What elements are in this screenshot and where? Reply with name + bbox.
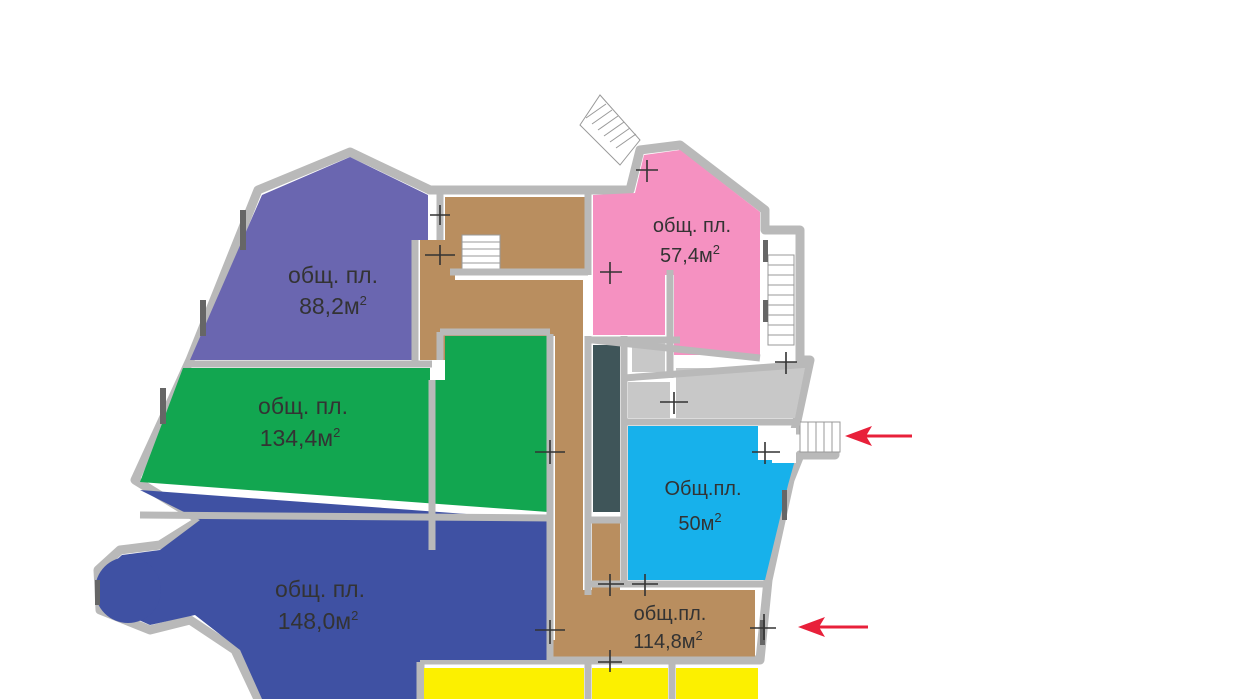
elevator-shaft [593, 345, 620, 512]
label-brown: общ.пл. 114,8м2 [633, 603, 706, 653]
label-pink: общ. пл. 57,4м2 [653, 215, 731, 267]
svg-text:общ. пл.: общ. пл. [288, 262, 378, 288]
door-markers [425, 160, 797, 672]
room-pink-storage [594, 200, 626, 270]
room-blue[interactable] [103, 490, 548, 699]
svg-text:Общ.пл.: Общ.пл. [664, 478, 741, 500]
svg-text:50м2: 50м2 [678, 510, 721, 535]
room-green[interactable] [140, 336, 548, 512]
room-purple[interactable] [190, 157, 428, 360]
svg-text:общ. пл.: общ. пл. [258, 393, 348, 419]
entrance-arrow-top [845, 426, 912, 446]
corridor [420, 197, 755, 658]
service-room-3 [628, 382, 670, 418]
internal-stair [461, 234, 501, 271]
right-stair [767, 254, 795, 346]
svg-text:57,4м2: 57,4м2 [660, 242, 720, 267]
windows [95, 210, 787, 645]
label-purple: общ. пл. 88,2м2 [288, 262, 378, 319]
room-pink[interactable] [593, 150, 760, 355]
svg-text:88,2м2: 88,2м2 [299, 293, 367, 319]
label-cyan: Общ.пл. 50м2 [664, 478, 741, 535]
service-room-2 [676, 368, 805, 418]
room-yellow-3[interactable] [676, 668, 758, 699]
internal-walls [139, 192, 811, 699]
room-yellow-2[interactable] [592, 668, 668, 699]
svg-text:общ. пл.: общ. пл. [275, 576, 365, 602]
svg-text:114,8м2: 114,8м2 [633, 628, 703, 653]
svg-text:134,4м2: 134,4м2 [260, 425, 341, 451]
entrance-arrow-bottom [798, 617, 868, 637]
svg-text:общ.пл.: общ.пл. [634, 603, 707, 625]
label-blue: общ. пл. 148,0м2 [275, 576, 365, 634]
svg-text:148,0м2: 148,0м2 [278, 608, 359, 634]
svg-text:общ. пл.: общ. пл. [653, 215, 731, 237]
outer-wall [93, 140, 840, 699]
room-blue-rotunda [95, 557, 161, 623]
external-stair-top [579, 94, 641, 166]
entrance-porch [772, 421, 841, 463]
room-cyan[interactable] [628, 426, 795, 580]
room-brown[interactable] [590, 595, 755, 657]
label-green: общ. пл. 134,4м2 [258, 393, 348, 451]
room-yellow-1[interactable] [424, 668, 584, 699]
